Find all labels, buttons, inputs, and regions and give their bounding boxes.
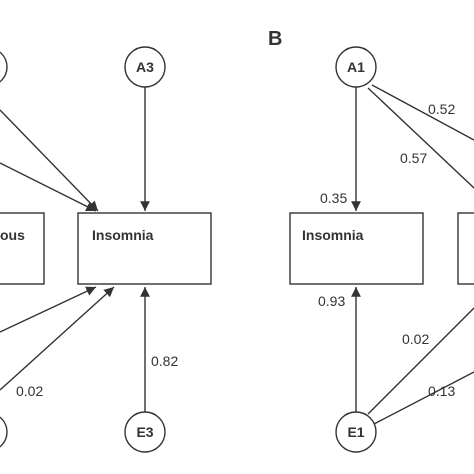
coef-b-e1-right-low: 0.13 bbox=[428, 383, 455, 399]
coef-b-a1-right-mid: 0.57 bbox=[400, 150, 427, 166]
edge-left-bottom-2 bbox=[0, 286, 115, 391]
coef-b-e1-insomnia: 0.93 bbox=[318, 293, 345, 309]
a3-label: A3 bbox=[136, 59, 154, 75]
edge-e1-right-mid bbox=[367, 307, 474, 415]
edge-left-top-2 bbox=[0, 162, 97, 212]
insomnia-box-a-label: Insomnia bbox=[92, 227, 154, 243]
latent-circle-cropped-bottom bbox=[0, 416, 8, 448]
coef-b-a1-insomnia: 0.35 bbox=[320, 190, 347, 206]
insomnia-box-b bbox=[289, 212, 424, 285]
coef-b-e1-right-mid: 0.02 bbox=[402, 331, 429, 347]
edge-e1-right-low bbox=[373, 371, 474, 425]
edge-left-top-1 bbox=[0, 109, 99, 212]
edge-a1-right-mid bbox=[367, 87, 474, 189]
insomnia-box-b-label: Insomnia bbox=[302, 227, 364, 243]
edge-a1-right-top bbox=[371, 84, 474, 141]
panel-label-b: B bbox=[268, 28, 282, 50]
partial-box-left-label: ous bbox=[0, 227, 25, 243]
insomnia-box-a bbox=[77, 212, 212, 285]
e3-label: E3 bbox=[136, 424, 153, 440]
latent-circle-cropped-top bbox=[0, 51, 8, 83]
coef-a-lower-left: 0.02 bbox=[16, 383, 43, 399]
a1-label: A1 bbox=[347, 59, 365, 75]
coef-a-e3-insomnia: 0.82 bbox=[151, 353, 178, 369]
partial-box-left bbox=[0, 212, 45, 285]
coef-b-a1-right-top: 0.52 bbox=[428, 101, 455, 117]
partial-box-right bbox=[457, 212, 474, 285]
edge-left-bottom-1 bbox=[0, 286, 97, 333]
e1-label: E1 bbox=[347, 424, 364, 440]
